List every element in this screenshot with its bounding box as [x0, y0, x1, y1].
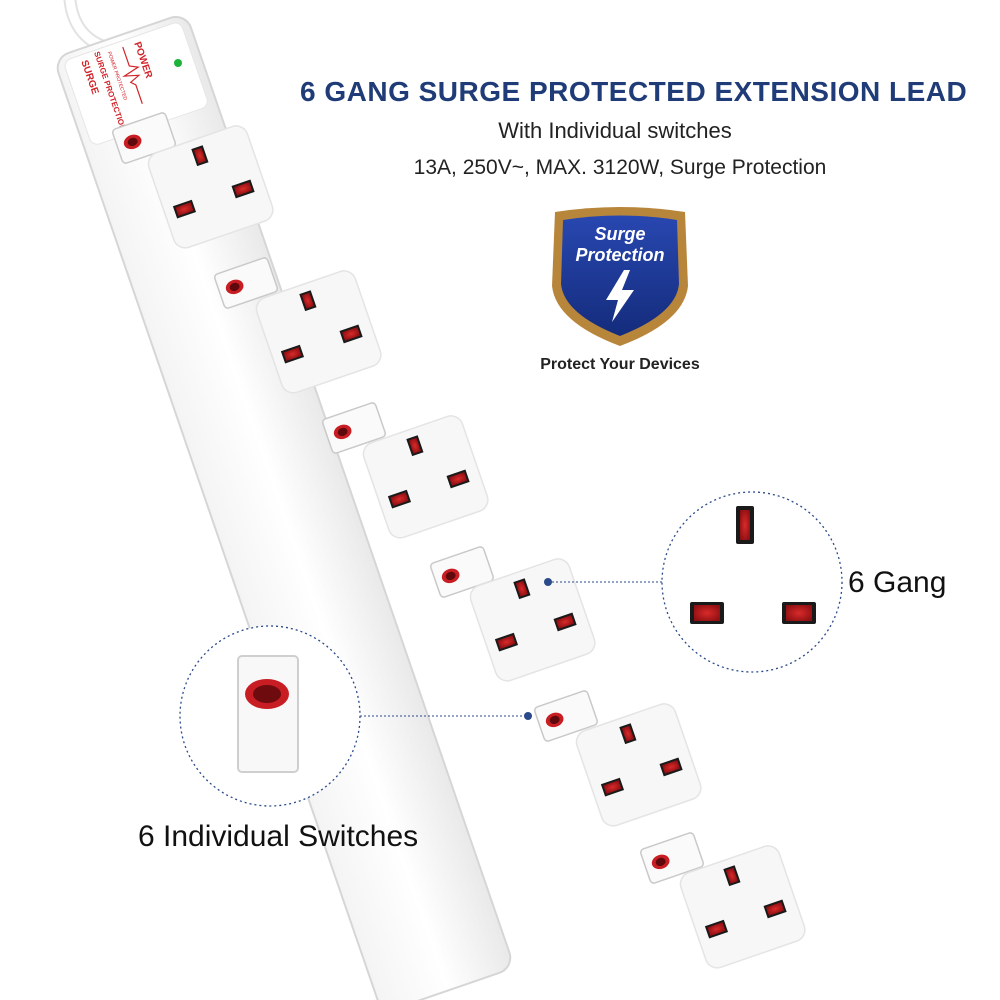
surge-shield-badge [552, 207, 688, 346]
rocker-switch[interactable] [429, 546, 495, 598]
badge-text-line2: Protection [575, 245, 665, 265]
socket-outlet [679, 845, 806, 969]
socket-zoom-callout [544, 491, 843, 673]
badge-text-line1: Surge [594, 224, 646, 244]
specs-line: 13A, 250V~, MAX. 3120W, Surge Protection [413, 156, 827, 179]
subtitle: With Individual switches [498, 118, 732, 143]
outlet-unit [533, 690, 702, 827]
gang-callout-label: 6 Gang [848, 566, 947, 599]
rocker-switch[interactable] [213, 257, 279, 309]
socket-outlet [575, 703, 702, 827]
outlet-unit [213, 257, 382, 394]
rocker-switch[interactable] [639, 832, 705, 884]
badge-caption: Protect Your Devices [540, 356, 700, 373]
outlet-unit [429, 546, 596, 682]
rocker-switch[interactable] [111, 112, 177, 164]
socket-outlet [147, 125, 274, 249]
rocker-switch[interactable] [321, 402, 387, 454]
outlet-unit [321, 402, 489, 539]
rocker-switch[interactable] [533, 690, 599, 742]
switch-callout-label: 6 Individual Switches [138, 820, 419, 853]
socket-outlet [255, 270, 382, 394]
lightning-bolt-icon [606, 270, 634, 322]
page-title: 6 GANG SURGE PROTECTED EXTENSION LEAD [300, 76, 968, 107]
power-indicator-light [174, 59, 182, 67]
switch-zoom-callout [179, 625, 532, 807]
socket-outlet [362, 415, 489, 539]
extension-strip [56, 15, 512, 1000]
outlet-unit [111, 112, 274, 249]
socket-outlet [469, 558, 596, 682]
outlet-unit [639, 832, 806, 969]
